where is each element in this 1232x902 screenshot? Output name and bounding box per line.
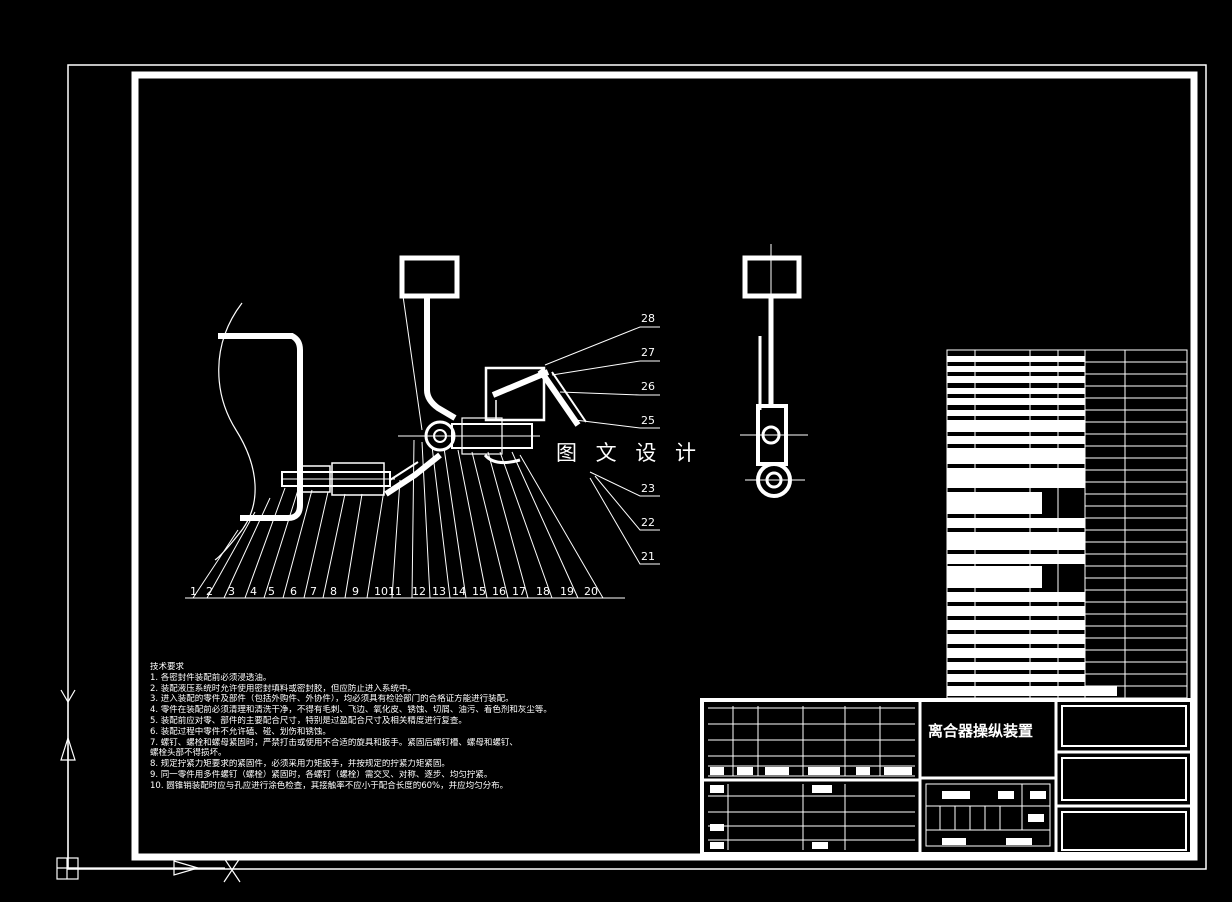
notes-line: 2. 装配液压系统时允许使用密封填料或密封胶，但应防止进入系统中。 [150, 683, 416, 694]
inner-border [131, 71, 1198, 861]
part-label-15: 15 [472, 585, 486, 598]
main-view [185, 255, 660, 599]
part-label-11: 11 [388, 585, 402, 598]
part-label-22: 22 [641, 516, 655, 529]
part-label-4: 4 [250, 585, 257, 598]
notes-line: 7. 螺钉、螺栓和螺母紧固时，严禁打击或使用不合适的旋具和扳手。紧固后螺钉槽、螺… [150, 737, 518, 748]
notes-line: 5. 装配前应对零、部件的主要配合尺寸，特别是过盈配合尺寸及相关精度进行复查。 [150, 715, 467, 726]
technical-requirements: 技术要求 1. 各密封件装配前必须浸透油。 2. 装配液压系统时允许使用密封填料… [150, 662, 710, 792]
notes-line: 8. 规定拧紧力矩要求的紧固件，必须采用力矩扳手，并按规定的拧紧力矩紧固。 [150, 759, 450, 770]
part-label-20: 20 [584, 585, 598, 598]
notes-line: 3. 进入装配的零件及部件（包括外购件、外协件），均必须具有检验部门的合格证方能… [150, 694, 514, 705]
notes-line: 螺栓头部不得损坏。 [150, 748, 227, 759]
ucs-icon [56, 689, 241, 883]
part-label-16: 16 [492, 585, 506, 598]
part-label-18: 18 [536, 585, 550, 598]
part-label-27: 27 [641, 346, 655, 359]
part-label-12: 12 [412, 585, 426, 598]
part-label-26: 26 [641, 380, 655, 393]
notes-line: 9. 同一零件用多件螺钉（螺栓）紧固时，各螺钉（螺栓）需交叉、对称、逐步、均匀拧… [150, 769, 493, 780]
part-label-19: 19 [560, 585, 574, 598]
part-label-28: 28 [641, 312, 655, 325]
notes-line: 6. 装配过程中零件不允许磕、碰、划伤和锈蚀。 [150, 726, 331, 737]
part-label-9: 9 [352, 585, 359, 598]
part-label-2: 2 [206, 585, 213, 598]
watermark-text: 图 文 设 计 [556, 441, 703, 465]
part-label-1: 1 [190, 585, 197, 598]
part-label-21: 21 [641, 550, 655, 563]
notes-line: 4. 零件在装配前必须清理和清洗干净，不得有毛刺、飞边、氧化皮、锈蚀、切屑、油污… [150, 705, 552, 716]
side-view [740, 244, 808, 498]
part-label-13: 13 [432, 585, 446, 598]
part-label-5: 5 [268, 585, 275, 598]
parts-list [946, 349, 1188, 699]
part-label-23: 23 [641, 482, 655, 495]
part-label-3: 3 [228, 585, 235, 598]
notes-heading: 技术要求 [150, 662, 185, 672]
part-label-10: 10 [374, 585, 388, 598]
outer-border [67, 64, 1207, 870]
notes-line: 10. 圆锥销装配时应与孔应进行涂色检查，其接触率不应小于配合长度的60%，并应… [150, 780, 509, 791]
part-label-14: 14 [452, 585, 466, 598]
part-label-7: 7 [310, 585, 317, 598]
part-label-6: 6 [290, 585, 297, 598]
part-label-25: 25 [641, 414, 655, 427]
title-block [700, 698, 1194, 856]
notes-line: 1. 各密封件装配前必须浸透油。 [150, 672, 272, 683]
drawing-title: 离合器操纵装置 [928, 722, 1034, 740]
part-label-8: 8 [330, 585, 337, 598]
part-label-17: 17 [512, 585, 526, 598]
